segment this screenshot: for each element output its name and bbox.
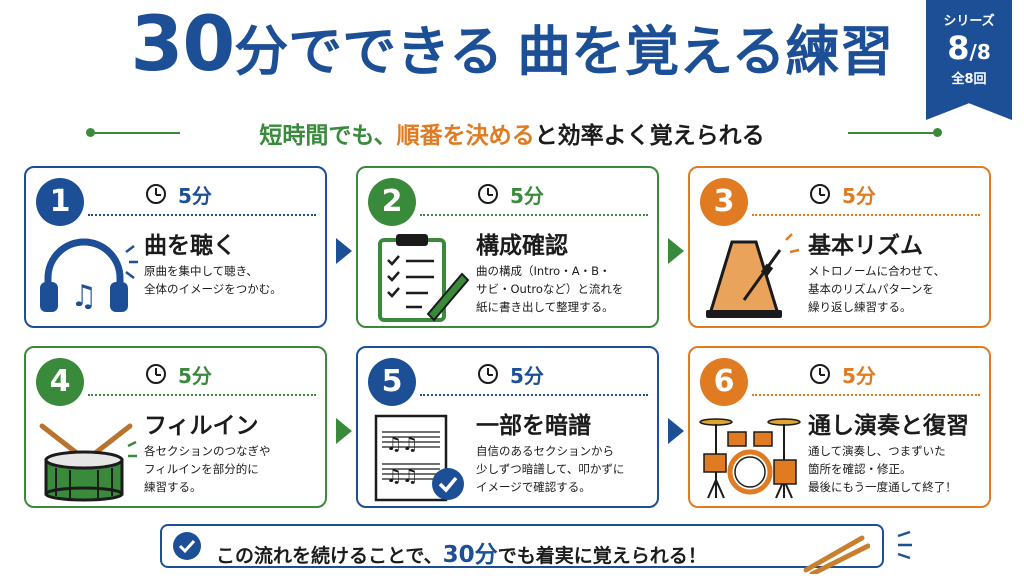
step-card-3: 3 5分 基本リズム メトロノームに合わせて、 基本のリズムパターンを 繰り返し… <box>688 166 991 328</box>
step-description: 自信のあるセクションから 少しずつ暗譜して、叩かずに イメージで確認する。 <box>476 444 625 494</box>
step-number-badge: 2 <box>368 178 416 226</box>
step-divider <box>420 394 648 396</box>
arrow-right-icon <box>336 238 352 264</box>
arrow-right-icon <box>668 418 684 444</box>
step-number-badge: 4 <box>36 358 84 406</box>
drum-kit-icon <box>699 418 801 499</box>
page-title: 30分でできる曲を覚える練習 <box>0 6 1024 82</box>
sparkle-lines-icon <box>897 530 912 560</box>
step-title: 一部を暗譜 <box>476 413 591 439</box>
step-description: メトロノームに合わせて、 基本のリズムパターンを 繰り返し練習する。 <box>808 264 946 314</box>
series-count: 8/8 <box>926 29 1012 67</box>
step-card-6: 6 5分 通し演奏と復習 通して演奏し、つまずいた 箇所を確認・修正。 最後にも… <box>688 346 991 508</box>
step-description: 通して演奏し、つまずいた 箇所を確認・修正。 最後にもう一度通して終了！ <box>808 444 957 494</box>
subtitle-part1: 短時間でも、 <box>259 123 397 149</box>
step-title: 基本リズム <box>808 233 923 259</box>
step-description: 原曲を集中して聴き、 全体のイメージをつかむ。 <box>144 264 282 296</box>
subtitle-left-dot <box>86 128 95 137</box>
svg-text:♫♫: ♫♫ <box>386 434 418 455</box>
check-circle-icon <box>173 532 201 560</box>
arrow-right-icon <box>336 418 352 444</box>
clipboard-icon <box>378 234 470 322</box>
title-number: 30 <box>130 0 235 88</box>
step-card-1: 1 5分 曲を聴く 原曲を集中して聴き、 全体のイメージをつかむ。 ♫ <box>24 166 327 328</box>
step-card-2: 2 5分 構成確認 曲の構成（Intro・A・B・ サビ・Outroなど）と流れ… <box>356 166 659 328</box>
series-total-fraction: /8 <box>969 40 991 64</box>
title-highlight: 曲を覚える練習 <box>517 20 894 83</box>
svg-text:♫: ♫ <box>71 279 98 314</box>
footer-text: この流れを続けることで、30分でも着実に覚えられる！ <box>216 535 707 569</box>
step-card-5: 5 5分 一部を暗譜 自信のあるセクションから 少しずつ暗譜して、叩かずに イメ… <box>356 346 659 508</box>
step-divider <box>752 394 980 396</box>
step-title: フィルイン <box>144 413 259 439</box>
subtitle-left-line <box>92 132 180 134</box>
subtitle-right-dot <box>933 128 942 137</box>
clock-icon <box>146 364 166 384</box>
subtitle-highlight: 順番を決める <box>396 123 535 149</box>
step-divider <box>752 214 980 216</box>
step-duration: 5分 <box>842 184 876 208</box>
step-divider <box>88 394 316 396</box>
headphones-icon: ♫ <box>40 238 138 314</box>
series-current: 8 <box>947 29 970 67</box>
sheet-music-icon: ♫♫ ♫♫ <box>374 414 464 502</box>
step-title: 曲を聴く <box>144 233 236 259</box>
step-duration: 5分 <box>510 184 544 208</box>
clock-icon <box>146 184 166 204</box>
clock-icon <box>478 364 498 384</box>
step-title: 構成確認 <box>476 233 568 259</box>
metronome-icon <box>706 233 800 318</box>
step-duration: 5分 <box>178 364 212 388</box>
step-number-badge: 6 <box>700 358 748 406</box>
svg-text:♫♫: ♫♫ <box>386 466 418 487</box>
snare-drum-icon <box>39 423 137 502</box>
subtitle-right-line <box>848 132 936 134</box>
drumsticks-icon <box>803 535 870 574</box>
step-duration: 5分 <box>842 364 876 388</box>
step-number-badge: 1 <box>36 178 84 226</box>
clock-icon <box>810 184 830 204</box>
step-number-badge: 3 <box>700 178 748 226</box>
footer-text-part1: この流れを続けることで、 <box>216 545 443 567</box>
title-unit: 分でできる <box>234 20 504 83</box>
step-divider <box>88 214 316 216</box>
subtitle-part2: と効率よく覚えられる <box>534 123 765 149</box>
step-description: 曲の構成（Intro・A・B・ サビ・Outroなど）と流れを 紙に書き出して整… <box>476 264 624 314</box>
subtitle: 短時間でも、順番を決めると効率よく覚えられる <box>0 116 1024 150</box>
step-description: 各セクションのつなぎや フィルインを部分的に 練習する。 <box>144 444 271 494</box>
footer-text-part2: でも着実に覚えられる！ <box>497 545 707 567</box>
arrow-right-icon <box>668 238 684 264</box>
footer-banner: この流れを続けることで、30分でも着実に覚えられる！ <box>160 524 884 568</box>
clock-icon <box>478 184 498 204</box>
step-number-badge: 5 <box>368 358 416 406</box>
series-badge: シリーズ 8/8 全8回 <box>926 0 1012 120</box>
step-title: 通し演奏と復習 <box>808 413 969 439</box>
step-duration: 5分 <box>510 364 544 388</box>
step-card-4: 4 5分 フィルイン 各セクションのつなぎや フィルインを部分的に 練習する。 <box>24 346 327 508</box>
series-total: 全8回 <box>951 72 987 88</box>
series-label: シリーズ <box>943 14 995 29</box>
step-divider <box>420 214 648 216</box>
step-duration: 5分 <box>178 184 212 208</box>
clock-icon <box>810 364 830 384</box>
footer-text-number: 30分 <box>442 542 498 568</box>
